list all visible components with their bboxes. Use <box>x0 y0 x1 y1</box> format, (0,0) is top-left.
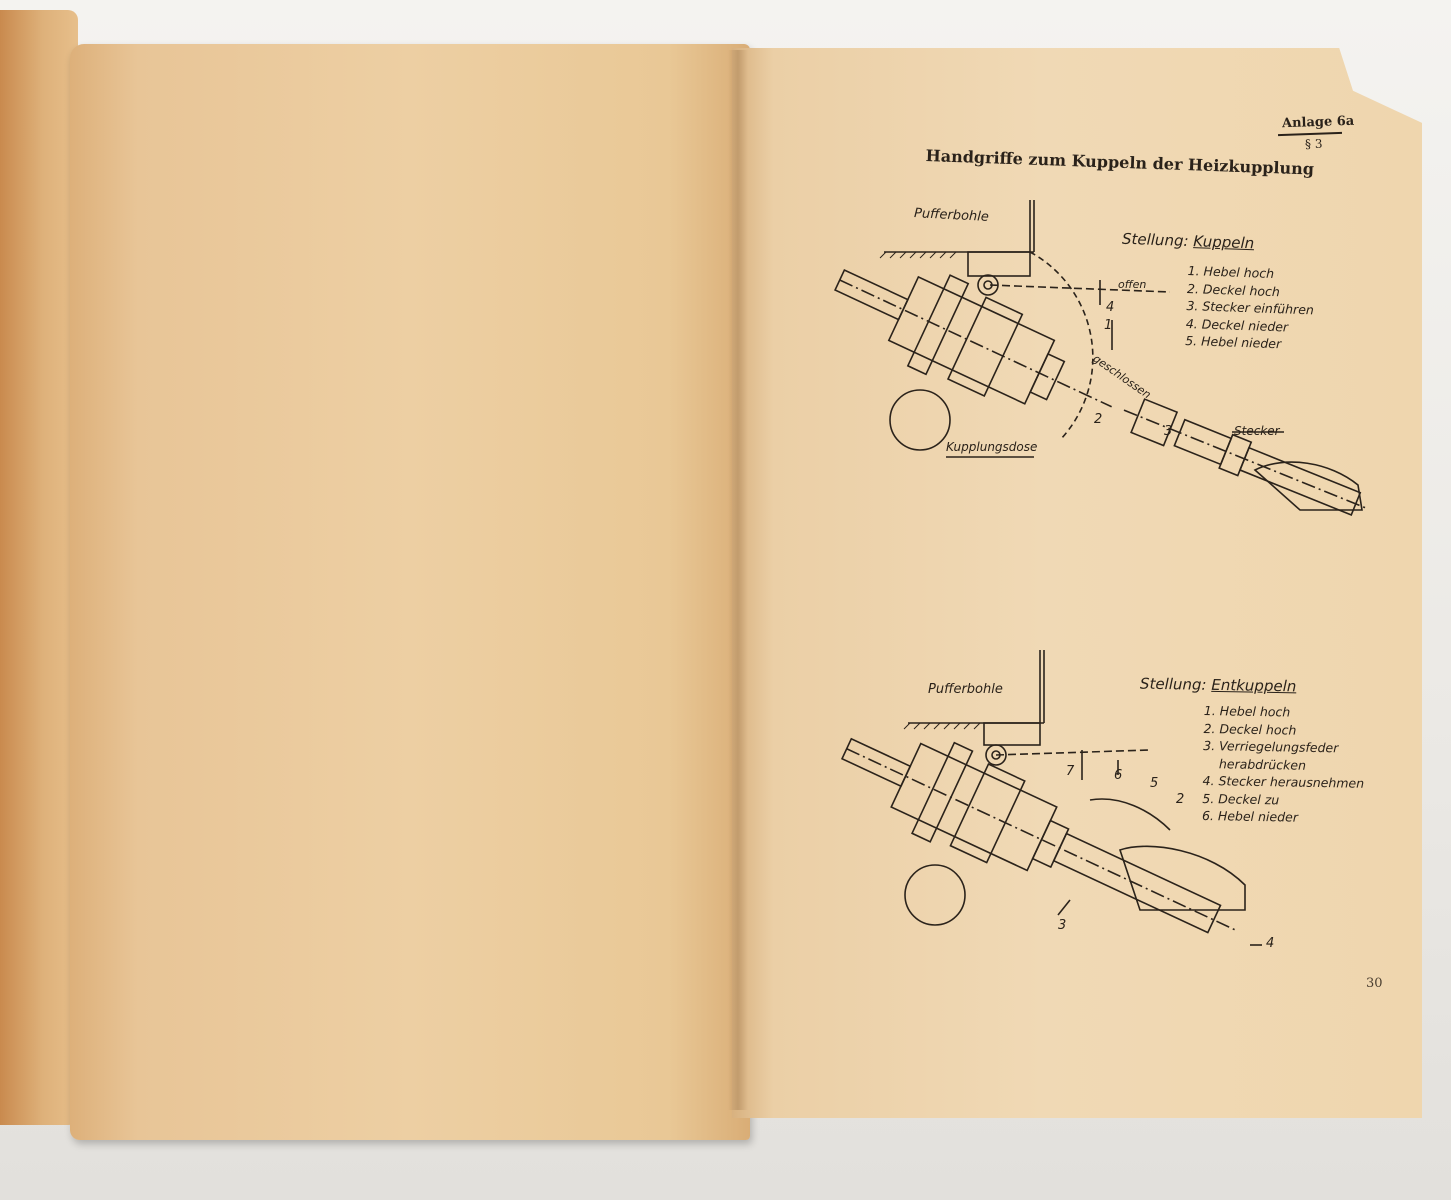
figure1-position-value: Kuppeln <box>1193 232 1255 253</box>
figure2-step: 3. Verriegelungsfeder <box>1203 737 1339 756</box>
figure2-number-3: 3 <box>1058 918 1067 933</box>
figure1-plug-label: Stecker <box>1234 424 1280 438</box>
figure1-number-4: 4 <box>1106 300 1115 315</box>
book-spine-shadow <box>728 50 748 1110</box>
figure1-number-1: 1 <box>1104 318 1113 333</box>
figure2-step: 4. Stecker herausnehmen <box>1202 772 1365 791</box>
right-page <box>732 48 1422 1118</box>
figure1-number-2: 2 <box>1094 412 1103 427</box>
figure2-number-6: 6 <box>1114 768 1123 783</box>
left-blank-page <box>70 44 750 1140</box>
figure2-number-7: 7 <box>1066 764 1075 779</box>
figure2-step-list: 1. Hebel hoch 2. Deckel hoch 3. Verriege… <box>1202 702 1366 827</box>
figure1-open-label: offen <box>1118 278 1147 291</box>
figure2-position-heading: Stellung: Entkuppeln <box>1140 675 1297 696</box>
figure1-step-list: 1. Hebel hoch 2. Deckel hoch 3. Stecker … <box>1185 262 1315 354</box>
figure2-number-2: 2 <box>1176 792 1185 807</box>
figure2-position-value: Entkuppeln <box>1211 675 1297 696</box>
figure2-position-label: Stellung: <box>1139 674 1207 694</box>
figure2-step: 6. Hebel nieder <box>1201 807 1299 825</box>
figure1-number-3: 3 <box>1164 424 1173 439</box>
figure1-drawing <box>834 200 1366 516</box>
figure2-number-4: 4 <box>1266 936 1275 951</box>
previous-page-edge <box>0 10 78 1125</box>
page-number: 30 <box>1366 976 1383 991</box>
figure2-number-5: 5 <box>1150 776 1159 791</box>
figure1-socket-label: Kupplungsdose <box>946 440 1038 454</box>
figure2-drawing <box>840 650 1262 946</box>
figure2-step: 1. Hebel hoch <box>1203 702 1291 720</box>
figure2-buffer-label: Pufferbohle <box>928 682 1003 697</box>
figure1-position-label: Stellung: <box>1121 229 1189 251</box>
